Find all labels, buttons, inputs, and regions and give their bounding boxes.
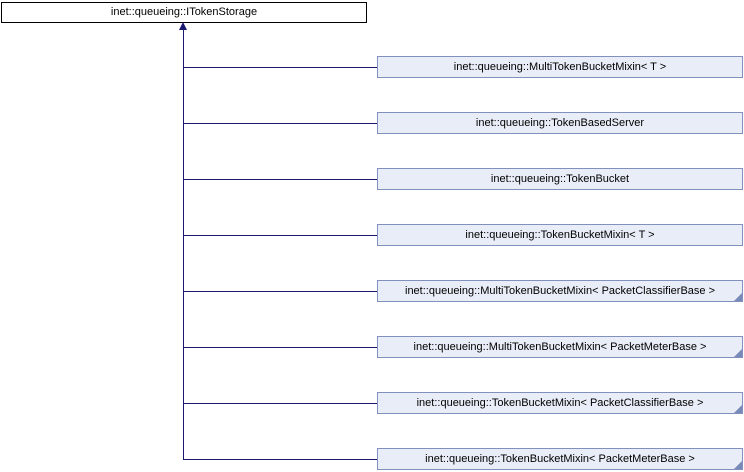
class-node-label: inet::queueing::MultiTokenBucketMixin< P… (405, 284, 715, 297)
inheritance-branch-line (183, 122, 377, 124)
inheritance-arrowhead-icon (179, 22, 187, 30)
inheritance-branch-line (183, 346, 377, 348)
class-node-label: inet::queueing::MultiTokenBucketMixin< P… (413, 340, 707, 353)
inheritance-branch-line (183, 178, 377, 180)
inheritance-branch-line (183, 458, 377, 460)
class-node-label: inet::queueing::TokenBucketMixin< T > (465, 228, 655, 241)
class-node-5[interactable]: inet::queueing::MultiTokenBucketMixin< P… (377, 336, 743, 358)
class-node-6[interactable]: inet::queueing::TokenBucketMixin< Packet… (377, 392, 743, 414)
truncated-corner-icon (734, 293, 742, 301)
class-node-label: inet::queueing::MultiTokenBucketMixin< T… (453, 60, 667, 73)
class-node-label: inet::queueing::TokenBucketMixin< Packet… (416, 396, 704, 409)
class-node-label: inet::queueing::TokenBasedServer (475, 116, 645, 129)
class-node-4[interactable]: inet::queueing::MultiTokenBucketMixin< P… (377, 280, 743, 302)
truncated-corner-icon (734, 405, 742, 413)
class-node-root-label: inet::queueing::ITokenStorage (110, 6, 258, 18)
inheritance-trunk-line (183, 29, 185, 460)
class-node-2[interactable]: inet::queueing::TokenBucket (377, 168, 743, 190)
class-node-7[interactable]: inet::queueing::TokenBucketMixin< Packet… (377, 448, 743, 470)
class-node-1[interactable]: inet::queueing::TokenBasedServer (377, 112, 743, 134)
class-node-0[interactable]: inet::queueing::MultiTokenBucketMixin< T… (377, 56, 743, 78)
inheritance-branch-line (183, 234, 377, 236)
truncated-corner-icon (734, 461, 742, 469)
inheritance-branch-line (183, 290, 377, 292)
truncated-corner-icon (734, 349, 742, 357)
inheritance-branch-line (183, 66, 377, 68)
class-node-label: inet::queueing::TokenBucketMixin< Packet… (425, 452, 695, 465)
inheritance-branch-line (183, 402, 377, 404)
class-node-label: inet::queueing::TokenBucket (490, 172, 630, 185)
class-node-3[interactable]: inet::queueing::TokenBucketMixin< T > (377, 224, 743, 246)
class-node-root: inet::queueing::ITokenStorage (1, 2, 367, 23)
